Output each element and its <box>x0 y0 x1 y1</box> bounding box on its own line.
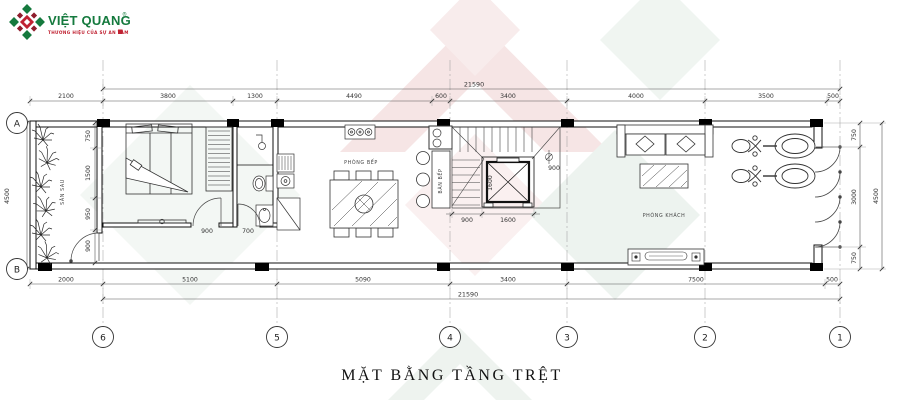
coffee-table <box>639 163 689 189</box>
dining-table <box>329 170 399 238</box>
dim-top-6: 4000 <box>628 93 644 100</box>
brand-watermark <box>80 0 720 400</box>
dim-stair-run: 900 <box>461 217 473 224</box>
kitchen-counter <box>416 150 451 209</box>
dim-top-4: 600 <box>435 93 447 100</box>
dim-left-3: 900 <box>85 240 92 252</box>
grid-bubble-3: 3 <box>564 334 570 344</box>
dim-top-2: 1300 <box>247 93 263 100</box>
dim-top-1: 3800 <box>160 93 176 100</box>
brand-name: VIỆT QUANG <box>48 13 131 28</box>
dim-right-0: 750 <box>851 129 858 141</box>
level-marker-icon <box>545 150 553 164</box>
elevator <box>481 156 535 208</box>
dim-top-3: 4490 <box>346 93 362 100</box>
drawing-title: MẶT BẰNG TẦNG TRỆT <box>341 365 562 384</box>
dim-bottom-2: 5090 <box>355 277 371 284</box>
dim-bottom-1: 5100 <box>182 277 198 284</box>
scooter-1 <box>731 133 816 159</box>
shower-icon <box>256 134 266 150</box>
washing-machine <box>276 153 295 189</box>
brand-tagline: THƯƠNG HIỆU CỦA SỰ AN TÂM <box>48 30 129 35</box>
dimension-lines <box>26 88 883 300</box>
brand-mark-icon <box>9 4 45 40</box>
dim-right-overall: 4500 <box>873 188 880 204</box>
dim-right-1: 3000 <box>851 189 858 205</box>
tv-cabinet <box>627 248 705 266</box>
dim-left-0: 750 <box>85 130 92 142</box>
grid-bubble-5: 5 <box>274 334 280 344</box>
bedroom-door <box>192 197 222 227</box>
grid-bubble-2: 2 <box>702 334 708 344</box>
bath-sink <box>255 204 274 227</box>
wardrobe <box>205 126 233 192</box>
dim-bottom-overall: 21590 <box>458 291 478 299</box>
registered-mark: ® <box>122 11 127 18</box>
structural-columns <box>38 119 823 271</box>
tagline-accent <box>118 29 123 34</box>
dim-left-overall: 4500 <box>4 188 11 204</box>
scooter-2 <box>731 163 816 189</box>
dim-left-1: 1500 <box>85 165 92 181</box>
dim-elevator-depth: 1600 <box>487 175 494 191</box>
dim-bath-door: 700 <box>242 228 254 235</box>
dim-left-2: 950 <box>85 208 92 220</box>
grid-bubble-4: 4 <box>447 334 453 344</box>
dim-bottom-5: 500 <box>826 277 838 284</box>
kitchen-sink <box>428 125 453 150</box>
brand-logo: VIỆT QUANG ® THƯƠNG HIỆU CỦA SỰ AN TÂM <box>9 4 131 40</box>
room-label-backyard: SÂN SAU <box>59 179 66 205</box>
dim-bottom-0: 2000 <box>58 277 74 284</box>
bath-door <box>237 203 261 227</box>
dim-elevator-width: 1600 <box>500 217 516 224</box>
grid-bubble-6: 6 <box>100 334 106 344</box>
dim-top-8: 500 <box>827 93 839 100</box>
sofa <box>616 124 714 158</box>
dim-top-0: 2100 <box>58 93 74 100</box>
grid-bubbles: 6 5 4 3 2 1 A B <box>6 112 851 348</box>
dim-top-overall: 21590 <box>464 81 484 89</box>
dim-bedroom-door: 900 <box>201 228 213 235</box>
grid-bubble-1: 1 <box>837 334 843 344</box>
folding-front-door <box>814 145 842 249</box>
grid-bubble-B: B <box>14 266 20 276</box>
room-label-kitchen-counter: BÀN BẾP <box>436 168 444 193</box>
dim-right-2: 750 <box>851 252 858 264</box>
toilet <box>252 175 274 192</box>
grid-bubble-A: A <box>14 120 21 130</box>
dim-top-7: 3500 <box>758 93 774 100</box>
dim-stair-marker: 900 <box>548 165 560 172</box>
room-label-living: PHÒNG KHÁCH <box>643 212 686 219</box>
backyard-door <box>69 232 100 263</box>
dim-bottom-4: 7500 <box>688 277 704 284</box>
dim-bottom-3: 3400 <box>500 277 516 284</box>
room-label-kitchen: PHÒNG BẾP <box>344 158 378 166</box>
bed <box>125 123 193 225</box>
stairs <box>451 126 561 209</box>
dim-top-5: 3400 <box>500 93 516 100</box>
cabinet <box>276 197 301 231</box>
stove <box>344 124 376 140</box>
